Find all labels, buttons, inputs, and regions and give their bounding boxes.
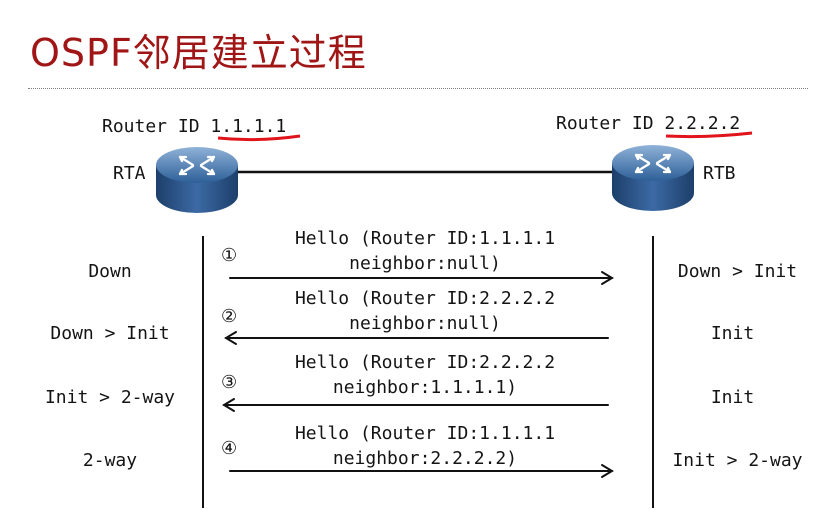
step-1-number: ①: [221, 245, 238, 266]
step-1-rtb-state: Down > Init: [677, 261, 798, 282]
rtb-router-id-value: 2.2.2.2: [664, 113, 741, 134]
rta-id-underline: [217, 134, 301, 142]
step-2-number: ②: [221, 306, 238, 327]
rtb-router-id-prefix: Router ID: [556, 113, 654, 134]
title-divider: [28, 88, 808, 89]
hello-arrow-4: [229, 464, 614, 478]
hello-arrow-1: [229, 271, 614, 285]
rta-router-icon: [156, 147, 238, 213]
step-1-hello-line1: Hello (Router ID:1.1.1.1: [294, 228, 556, 249]
step-3-number: ③: [221, 372, 238, 393]
rtb-router-id: Router ID 2.2.2.2: [556, 113, 740, 134]
step-4-rta-state: 2-way: [82, 450, 138, 471]
step-1-hello-line2: neighbor:null): [349, 253, 501, 274]
step-3-rta-state: Init > 2-way: [44, 387, 176, 408]
step-2-rtb-state: Init: [710, 323, 755, 344]
step-3-hello-line2: neighbor:1.1.1.1): [332, 377, 518, 398]
rtb-router-icon: [612, 145, 694, 211]
step-1-rta-state: Down: [88, 261, 132, 282]
step-2-hello-line1: Hello (Router ID:2.2.2.2: [294, 288, 556, 309]
rta-router-id: Router ID 1.1.1.1: [102, 116, 286, 137]
step-4-number: ④: [221, 438, 238, 459]
step-2-hello-line2: neighbor:null): [349, 313, 501, 334]
slide-title: OSPF邻居建立过程: [30, 31, 367, 75]
hello-arrow-2: [224, 331, 609, 345]
rtb-label: RTB: [703, 163, 736, 184]
rtb-id-underline: [665, 131, 753, 139]
step-2-rta-state: Down > Init: [50, 323, 170, 344]
step-4-hello-line2: neighbor:2.2.2.2): [332, 448, 518, 469]
hello-arrow-3: [222, 398, 609, 412]
rta-router-id-value: 1.1.1.1: [210, 116, 287, 137]
step-3-rtb-state: Init: [710, 387, 755, 408]
step-4-hello-line1: Hello (Router ID:1.1.1.1: [294, 423, 556, 444]
rta-router-id-prefix: Router ID: [102, 116, 200, 137]
step-3-hello-line1: Hello (Router ID:2.2.2.2: [294, 352, 556, 373]
step-4-rtb-state: Init > 2-way: [672, 450, 803, 471]
rta-label: RTA: [113, 163, 146, 184]
